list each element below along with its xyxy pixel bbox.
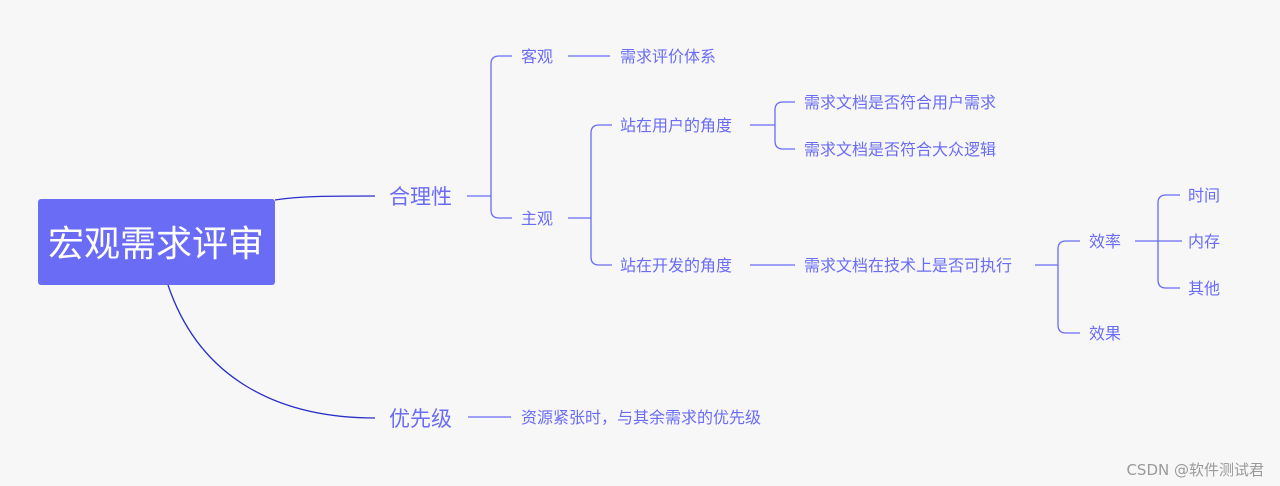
- node-other[interactable]: 其他: [1188, 279, 1220, 298]
- node-public-logic[interactable]: 需求文档是否符合大众逻辑: [804, 140, 996, 159]
- edge-efficiency-bracket: [1135, 194, 1182, 289]
- node-objective[interactable]: 客观: [521, 47, 553, 66]
- node-user-needs[interactable]: 需求文档是否符合用户需求: [804, 93, 996, 112]
- node-subjective[interactable]: 主观: [521, 209, 553, 228]
- node-rationality[interactable]: 合理性: [389, 185, 452, 209]
- node-technically-feasible[interactable]: 需求文档在技术上是否可执行: [804, 256, 1012, 275]
- edge-rationality-bracket: [467, 55, 512, 219]
- edge-user-view-bracket: [750, 101, 795, 150]
- edge-root-priority: [167, 284, 376, 419]
- watermark-text: CSDN @软件测试君: [1126, 461, 1264, 479]
- node-memory[interactable]: 内存: [1188, 232, 1220, 251]
- node-effect[interactable]: 效果: [1089, 324, 1121, 343]
- edge-root-rationality: [274, 195, 376, 201]
- node-user-view[interactable]: 站在用户的角度: [620, 116, 732, 135]
- node-time[interactable]: 时间: [1188, 186, 1220, 205]
- node-evaluation-system[interactable]: 需求评价体系: [620, 47, 716, 66]
- node-efficiency[interactable]: 效率: [1089, 232, 1121, 251]
- node-priority-detail[interactable]: 资源紧张时，与其余需求的优先级: [521, 408, 761, 427]
- node-priority[interactable]: 优先级: [389, 407, 452, 431]
- node-dev-view[interactable]: 站在开发的角度: [620, 256, 732, 275]
- root-node[interactable]: 宏观需求评审: [38, 199, 275, 285]
- root-label: 宏观需求评审: [48, 224, 264, 265]
- edge-feasible-bracket: [1035, 240, 1080, 334]
- edge-subjective-bracket: [568, 124, 612, 266]
